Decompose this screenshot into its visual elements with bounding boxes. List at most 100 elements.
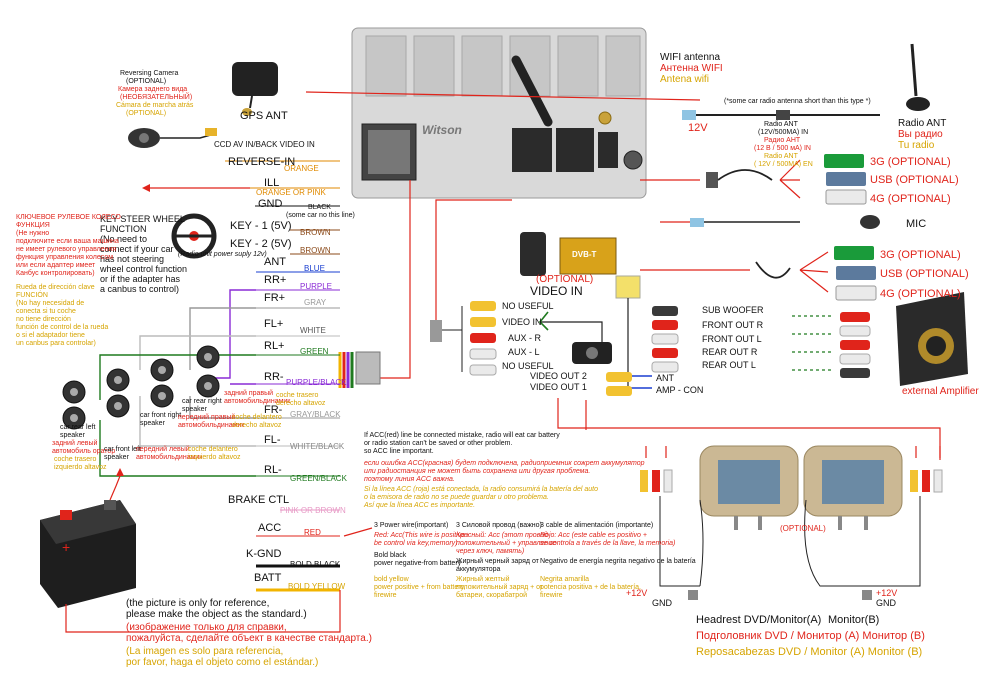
wiring-harness: [225, 160, 411, 592]
av-aux-l: AUX - L: [508, 347, 540, 357]
rca-front-out-l: FRONT OUT L: [702, 334, 762, 344]
pin-acc: ACC: [258, 522, 282, 534]
usb2-usb: USB (OPTIONAL): [880, 268, 969, 280]
pin-ill: ILL: [264, 177, 280, 189]
pin-fl-plus: FL+: [264, 318, 284, 330]
svg-text:+: +: [62, 539, 70, 555]
pin-fr-minus-color: GRAY/BLACK: [290, 410, 341, 419]
amp-label: external Amplifier: [902, 386, 979, 397]
ccd-label: CCD AV IN/BACK VIDEO IN: [214, 140, 315, 149]
radio-ant-12v: 12V: [688, 122, 708, 134]
rca-output-graphic: [557, 275, 941, 460]
camera-label-ru-opt: (НЕОБЯЗАТЕЛЬНЫЙ): [120, 94, 193, 101]
head-unit: [351, 27, 647, 199]
amplifier-graphic: [792, 292, 968, 386]
speaker-rear-left-ru: задний левый автомобиль оратор: [52, 440, 116, 455]
av-no-useful-1: NO USEFUL: [502, 301, 554, 311]
speaker-rear-right: car rear right speaker: [182, 398, 222, 413]
head-unit-brand: Witson: [422, 123, 462, 137]
power-col1-header: 3 Power wire(important): [374, 522, 449, 529]
camera-label-en: Reversing Camera: [120, 70, 179, 77]
camera-label-es: Cámara de marcha atrás: [116, 102, 194, 109]
speaker-front-right: car front right speaker: [140, 412, 182, 427]
speaker-front-left: car front left speaker: [104, 446, 141, 461]
power-col3-red: Rojo: Acc (este cable es positivo + se c…: [540, 532, 676, 547]
pin-kgnd: K-GND: [246, 548, 282, 560]
pin-rr-minus: RR-: [264, 371, 284, 383]
pin-fr-plus-color: GRAY: [304, 298, 327, 307]
rca-sub-woofer: SUB WOOFER: [702, 305, 764, 315]
radio-ant-l5: Radio ANT: [764, 153, 798, 160]
monitor-b-gnd: GND: [876, 598, 896, 608]
dvb-title: VIDEO IN: [530, 284, 583, 298]
radio-ant-l6: ( 12V / 500MA) EN: [754, 161, 813, 168]
footer-en: (the picture is only for reference, plea…: [126, 598, 307, 620]
radio-ant-l3: Радио АНТ: [764, 137, 801, 144]
av-in-graphic: [430, 199, 617, 376]
rca-rear-out-l: REAR OUT L: [702, 360, 756, 370]
gps-antenna-graphic: [232, 62, 278, 116]
power-col3-black: Negativo de energía negrita negativo de …: [540, 558, 696, 565]
radio-ant-es: Tu radio: [898, 140, 935, 151]
usb1-3g: 3G (OPTIONAL): [870, 156, 951, 168]
camera-label-es-opt: (OPTIONAL): [126, 110, 167, 117]
pin-fl-plus-color: WHITE: [300, 326, 326, 335]
acc-note-es: Si la línea ACC (roja) está conectada, l…: [364, 486, 598, 509]
speaker-rear-right-ru: задний правый автомобильдинамик: [224, 390, 291, 405]
usb-hub-1-graphic: [640, 154, 867, 205]
pin-fr-plus: FR+: [264, 292, 286, 304]
pin-fl-minus: FL-: [264, 434, 281, 446]
power-col2-black: Жирный черный заряд от аккумулятора: [456, 558, 539, 573]
steering-es: Rueda de dirección clave FUNCIÓN (No hay…: [16, 284, 109, 347]
pin-reverse-in-color: ORANGE: [284, 164, 319, 173]
mic-label: MIC: [906, 218, 927, 230]
rca-rear-out-r: REAR OUT R: [702, 347, 758, 357]
steering-ru: КЛЮЧЕВОЕ РУЛЕВОЕ КОЛЕСО ФУНКЦИЯ (Не нужн…: [16, 214, 121, 277]
headrest-monitors-graphic: [640, 445, 943, 600]
usb-hub-2-graphic: [640, 246, 877, 301]
speaker-rear-right-es: coche trasero derecho altavoz: [276, 392, 326, 407]
acc-note-ru: если ошибка ACC(красная) будет подключен…: [364, 460, 645, 483]
optional-mid-label: (OPTIONAL): [780, 524, 826, 533]
pin-key2: KEY - 2 (5V): [230, 238, 292, 250]
ant-label: ANT: [656, 373, 674, 383]
pin-key1-color: BROWN: [300, 228, 331, 237]
video-out-2: VIDEO OUT 2: [530, 371, 587, 381]
pin-rl-plus-color: GREEN: [300, 347, 329, 356]
wifi-label-ru: Антенна WIFI: [660, 63, 723, 74]
battery-graphic: +: [40, 468, 341, 633]
pin-rl-minus: RL-: [264, 464, 282, 476]
wifi-label-en: WIFI antenna: [660, 52, 721, 63]
pin-rr-plus: RR+: [264, 274, 287, 286]
footer-es: (La imagen es solo para referencia, por …: [126, 646, 319, 668]
monitor-b-12v: +12V: [876, 588, 898, 598]
pin-fr-minus: FR-: [264, 404, 283, 416]
steering-title: KEY STEER WHEEL FUNCTION: [100, 214, 185, 234]
usb1-4g: 4G (OPTIONAL): [870, 193, 951, 205]
power-col2-header: 3 Силовой провод (важно): [456, 522, 542, 529]
wifi-label-es: Antena wifi: [660, 74, 709, 85]
power-col1-black: Bold black power negative-from battery: [374, 552, 462, 567]
camera-label-ru: Камера заднего вида: [118, 86, 188, 93]
speaker-front-left-ru: передний левый автомобильдинамик: [136, 446, 203, 461]
speaker-rear-left-es: coche trasero izquierdo altavoz: [54, 456, 107, 471]
pin-rr-plus-color: PURPLE: [300, 282, 333, 291]
dvb-box-label: DVB-T: [572, 250, 597, 259]
usb2-3g: 3G (OPTIONAL): [880, 249, 961, 261]
monitors-es: Reposacabezas DVD / Monitor (A) Monitor …: [696, 646, 923, 658]
radio-ant-note: (*some car radio antenna short than this…: [724, 98, 871, 105]
pin-acc-color: RED: [304, 528, 321, 537]
monitors-ru: Подголовник DVD / Монитор (A) Монитор (B…: [696, 630, 925, 642]
radio-ant-ru: Вы радио: [898, 129, 943, 140]
pin-gnd: GND: [258, 198, 283, 210]
speaker-front-left-es: coche delantero izquierdo altavoz: [188, 446, 241, 461]
pin-gnd-note: (some car no this line): [286, 212, 355, 219]
pin-brake: BRAKE CTL: [228, 494, 290, 506]
camera-graphic: [128, 128, 217, 148]
usb1-usb: USB (OPTIONAL): [870, 174, 959, 186]
power-col2-red: Красный: Acc (этот провод положительный …: [456, 532, 557, 555]
monitor-b-label: Monitor(B): [828, 614, 880, 626]
speaker-front-right-es: coche delantero derecho altavoz: [232, 414, 282, 429]
power-col3-header: 3 cable de alimentación (importante): [540, 522, 654, 529]
